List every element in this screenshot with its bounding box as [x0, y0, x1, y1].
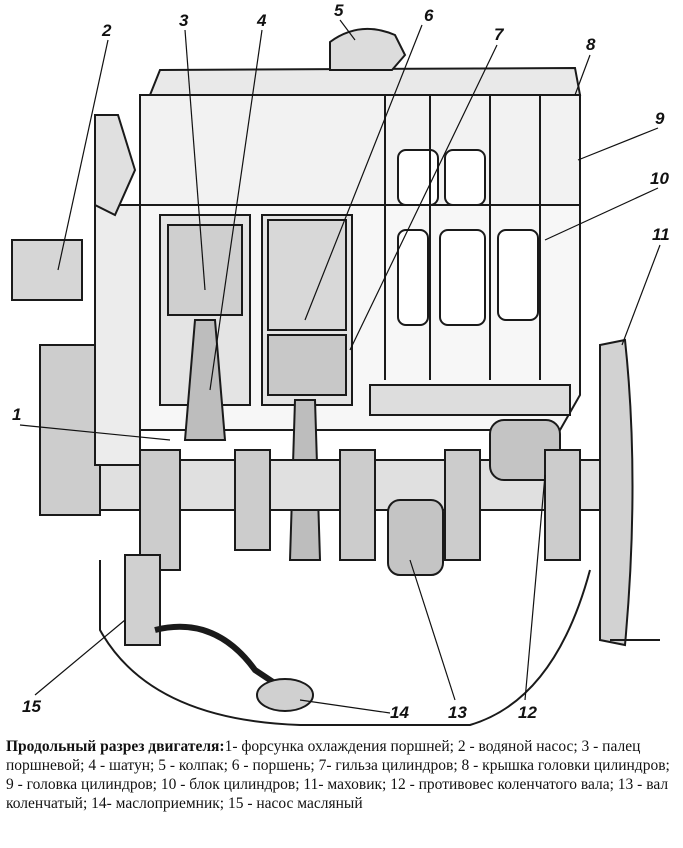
leader-line-3: [184, 29, 206, 291]
piston: [267, 219, 347, 331]
callout-10: 10: [650, 169, 669, 188]
block-window: [397, 149, 439, 206]
callout-12: 12: [518, 703, 537, 722]
leader-line-15: [34, 619, 126, 696]
callout-6: 6: [424, 6, 434, 25]
water-pump: [11, 239, 83, 301]
callout-5: 5: [334, 1, 344, 20]
leader-line-14: [299, 699, 391, 714]
leader-line-11: [621, 244, 661, 346]
callout-4: 4: [256, 11, 267, 30]
piston: [167, 224, 243, 316]
crank-web: [339, 449, 376, 561]
leader-line-1: [19, 424, 171, 441]
leader-line-6: [304, 24, 423, 321]
leader-line-9: [577, 127, 659, 161]
timing-cover: [94, 204, 141, 466]
crank-web: [234, 449, 271, 551]
callout-13: 13: [448, 703, 467, 722]
callout-15: 15: [22, 697, 41, 716]
oil-pump: [124, 554, 161, 646]
leader-line-12: [524, 474, 546, 701]
block-window: [397, 229, 429, 326]
oil-filler-cap: [329, 27, 407, 71]
caption-body: 1- форсунка охлаждения поршней; 2 - водя…: [6, 738, 670, 812]
block-window: [439, 229, 486, 326]
figure-caption: Продольный разрез двигателя:1- форсунка …: [6, 737, 678, 813]
leader-line-13: [409, 559, 456, 701]
callout-7: 7: [494, 25, 505, 44]
crank-web: [444, 449, 481, 561]
piston: [267, 334, 347, 396]
callout-1: 1: [12, 405, 21, 424]
oil-pickup: [256, 678, 314, 712]
rocker-cover: [148, 66, 582, 96]
leader-line-5: [339, 19, 356, 41]
crank-counterweight: [387, 499, 444, 576]
leader-line-2: [57, 39, 109, 271]
caption-title: Продольный разрез двигателя:: [6, 738, 225, 755]
callout-9: 9: [655, 109, 665, 128]
camshaft: [369, 384, 571, 416]
engine-longitudinal-section-drawing: 1 2 3 4 5 6 7 8 9 10 11 12 13 14 15: [11, 1, 670, 726]
oil-pickup-pipe: [154, 623, 287, 693]
callout-2: 2: [101, 21, 112, 40]
cylinder-head: [139, 94, 581, 206]
oil-sump: [99, 560, 591, 726]
flywheel: [599, 338, 634, 647]
block-window: [497, 229, 539, 321]
leader-line-8: [574, 54, 591, 96]
crank-web: [139, 449, 181, 571]
block-window: [444, 149, 486, 206]
coolant-pipe: [94, 114, 137, 217]
callout-3: 3: [179, 11, 189, 30]
callout-14: 14: [390, 703, 409, 722]
callout-11: 11: [652, 225, 670, 244]
callout-8: 8: [586, 35, 596, 54]
leader-line-7: [349, 44, 498, 351]
crank-web: [544, 449, 581, 561]
connecting-rod: [183, 319, 227, 441]
leader-line-4: [209, 29, 263, 391]
leader-line-10: [544, 187, 659, 241]
